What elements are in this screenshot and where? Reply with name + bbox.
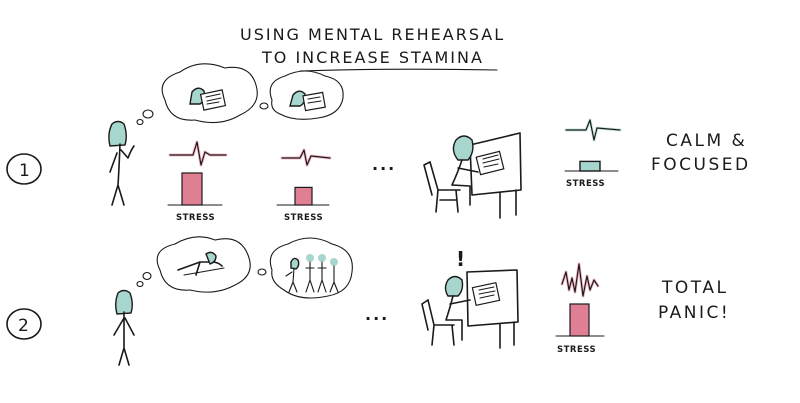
stress-label: STRESS (176, 213, 215, 223)
stress-label: STRESS (284, 213, 323, 223)
person-at-desk-icon (421, 269, 519, 349)
outcome-line-1: CALM & (666, 131, 747, 151)
heartbeat-line-1 (168, 140, 228, 167)
outcome-line-2: PANIC! (658, 303, 730, 323)
row-number-circle (6, 308, 42, 340)
stress-label: STRESS (566, 179, 605, 189)
outcome-line-2: FOCUSED (651, 155, 751, 175)
outcome-line-1: TOTAL (661, 278, 728, 298)
stress-label: STRESS (557, 345, 596, 355)
heartbeat-line-panic (560, 262, 600, 298)
alert-mark: ! (456, 247, 467, 271)
ellipsis: ... (372, 155, 396, 174)
heartbeat-line-2 (280, 148, 332, 167)
stress-bar (181, 172, 203, 206)
thought-bubble-sleeping (156, 236, 251, 293)
standing-person-icon (113, 289, 135, 366)
stress-meters-row-1: STRESS STRESS STRESS (167, 160, 619, 223)
row-number-2: 2 (6, 308, 42, 340)
stress-bar (569, 303, 590, 337)
standing-person-icon (108, 120, 135, 206)
thought-bubble-crowd (269, 237, 353, 299)
title: USING MENTAL REHEARSAL TO INCREASE STAMI… (240, 25, 505, 72)
thought-bubble-focused-work-2 (269, 70, 344, 120)
row-number-1: 1 (6, 153, 42, 185)
stress-bar (294, 186, 313, 206)
title-line-2: TO INCREASE STAMINA (261, 48, 484, 67)
ellipsis: ... (365, 305, 389, 324)
heartbeat-line-3 (564, 118, 622, 142)
row-number-label: 2 (18, 316, 31, 336)
thought-trail (136, 268, 267, 288)
title-underline (299, 68, 498, 72)
row-number-label: 1 (19, 161, 32, 181)
row-number-circle (6, 153, 42, 185)
row-1: 1 (6, 63, 751, 223)
title-line-1: USING MENTAL REHEARSAL (240, 25, 505, 44)
row-2: 2 ... (6, 236, 730, 366)
thought-bubble-focused-work-1 (161, 63, 258, 124)
thought-trail (136, 102, 269, 126)
stress-bar (579, 160, 601, 172)
person-at-desk-icon (423, 132, 522, 219)
stress-meters-row-2: STRESS (555, 303, 605, 355)
